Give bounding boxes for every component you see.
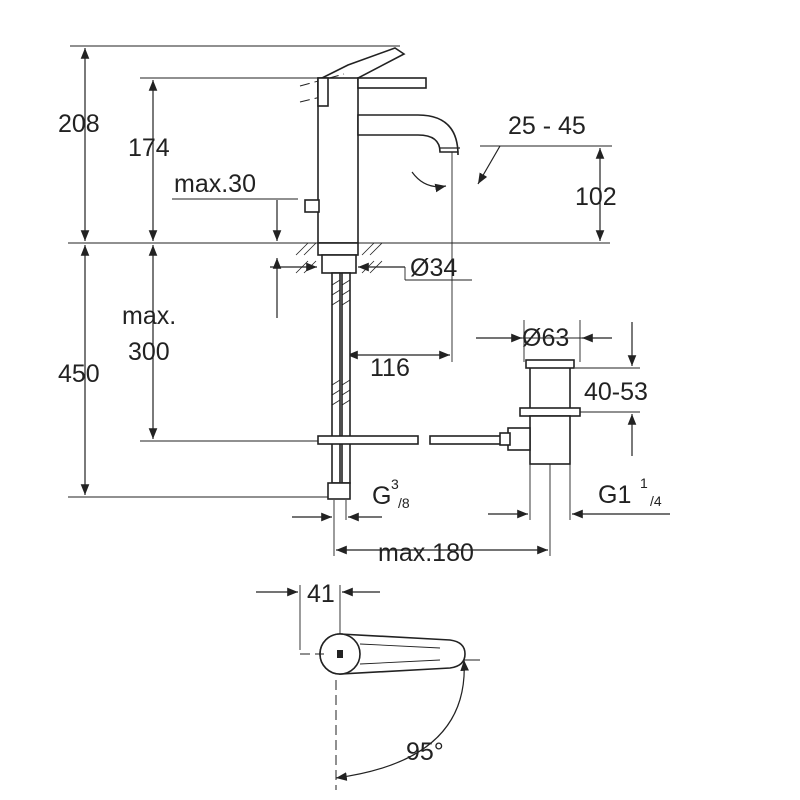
dimension-labels: 208 174 max.30 25 - 45 102 Ø34 max. 300 … bbox=[58, 110, 662, 766]
faucet-side-view bbox=[295, 47, 509, 500]
dim-aerator-angle: 25 - 45 bbox=[508, 112, 586, 140]
svg-text:G1: G1 bbox=[598, 481, 631, 509]
dim-waste-diameter: Ø63 bbox=[522, 324, 569, 352]
dim-total-height: 208 bbox=[58, 110, 100, 138]
dim-spout-clearance: 102 bbox=[575, 183, 617, 211]
dim-supply-thread: G 3 /8 bbox=[372, 476, 410, 511]
dim-supply-length: 450 bbox=[58, 360, 100, 388]
dim-spout-reach: 116 bbox=[370, 354, 410, 382]
dim-lever-offset: 41 bbox=[307, 580, 335, 608]
dim-max-offset: max.180 bbox=[378, 539, 474, 567]
svg-text:G: G bbox=[372, 482, 391, 510]
dim-hole-diameter: Ø34 bbox=[410, 254, 457, 282]
dimension-lines bbox=[80, 47, 670, 781]
svg-text:1: 1 bbox=[640, 475, 648, 491]
svg-text:/4: /4 bbox=[650, 493, 662, 509]
svg-text:/8: /8 bbox=[398, 495, 410, 511]
waste-valve bbox=[499, 359, 581, 465]
svg-text:3: 3 bbox=[391, 476, 399, 492]
dim-waste-thread: G1 1 /4 bbox=[598, 475, 662, 509]
dim-max-under-value: 300 bbox=[128, 338, 170, 366]
dim-lever-rotation: 95° bbox=[406, 738, 444, 766]
faucet-top-view bbox=[300, 633, 466, 790]
dim-spout-height: 174 bbox=[128, 134, 170, 162]
dim-waste-range: 40-53 bbox=[584, 378, 648, 406]
dim-max-under-label: max. bbox=[122, 302, 176, 330]
dim-max-thickness: max.30 bbox=[174, 170, 256, 198]
